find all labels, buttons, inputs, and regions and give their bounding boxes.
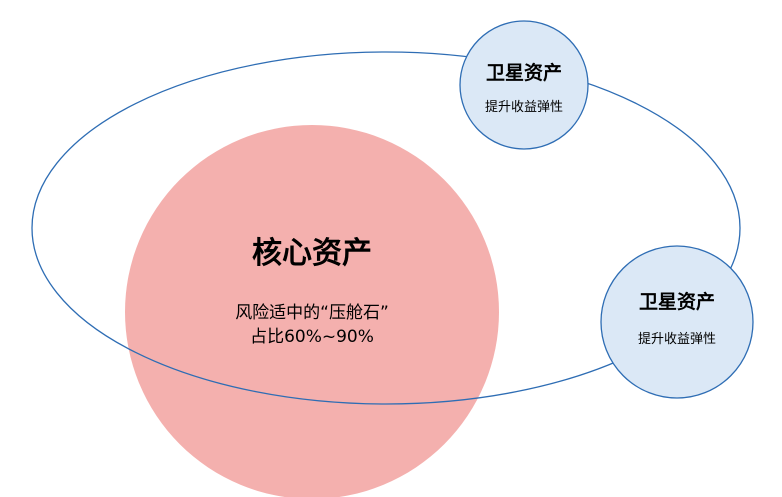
satellite-asset-title: 卫星资产	[639, 290, 715, 313]
satellite-asset-description: 提升收益弹性	[638, 331, 716, 347]
satellite-asset-circle	[459, 20, 589, 150]
core-asset-description: 风险适中的“压舱石”	[235, 303, 389, 323]
satellite-asset-title: 卫星资产	[486, 61, 562, 84]
satellite-asset-description: 提升收益弹性	[485, 99, 563, 115]
satellite-asset-node: 卫星资产 提升收益弹性	[459, 20, 589, 150]
satellite-asset-node: 卫星资产 提升收益弹性	[600, 245, 754, 399]
core-asset-title: 核心资产	[252, 236, 372, 271]
core-asset-ratio: 占比60%~90%	[250, 327, 374, 347]
orbit-ellipse	[31, 51, 741, 405]
satellite-asset-circle	[600, 245, 754, 399]
